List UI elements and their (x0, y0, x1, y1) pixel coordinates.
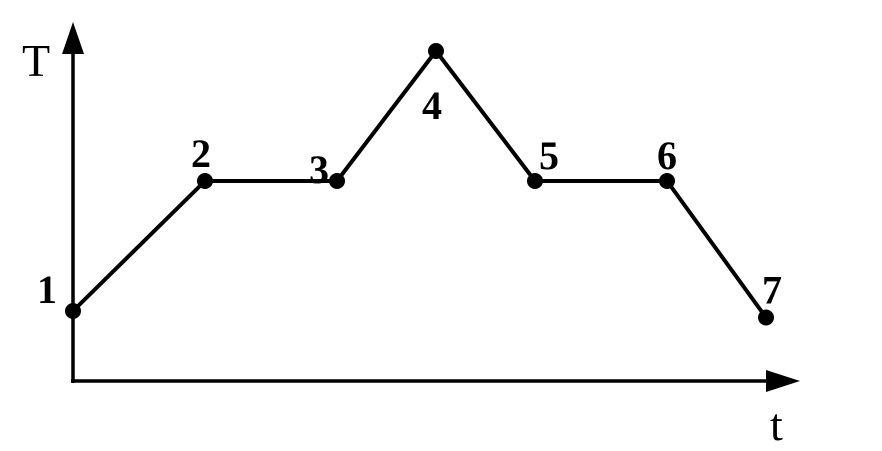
point-label-4: 4 (422, 83, 442, 128)
point-marker-3 (329, 173, 345, 189)
axes: T t (22, 22, 800, 450)
x-axis-label: t (770, 399, 783, 450)
point-label-3: 3 (309, 147, 329, 192)
point-marker-2 (197, 173, 213, 189)
x-axis-arrow (766, 370, 800, 392)
point-marker-4 (428, 43, 444, 59)
point-marker-6 (659, 173, 675, 189)
point-label-7: 7 (762, 268, 782, 313)
point-label-6: 6 (657, 133, 677, 178)
point-labels-group: 1 2 3 4 5 6 7 (37, 83, 782, 313)
point-marker-7 (758, 309, 774, 326)
markers-group (65, 43, 774, 326)
point-label-1: 1 (37, 267, 57, 312)
point-marker-5 (527, 173, 543, 189)
point-label-2: 2 (191, 131, 211, 176)
y-axis-arrow (62, 22, 84, 54)
point-marker-1 (65, 303, 81, 319)
y-axis-label: T (22, 35, 50, 86)
point-label-5: 5 (539, 133, 559, 178)
